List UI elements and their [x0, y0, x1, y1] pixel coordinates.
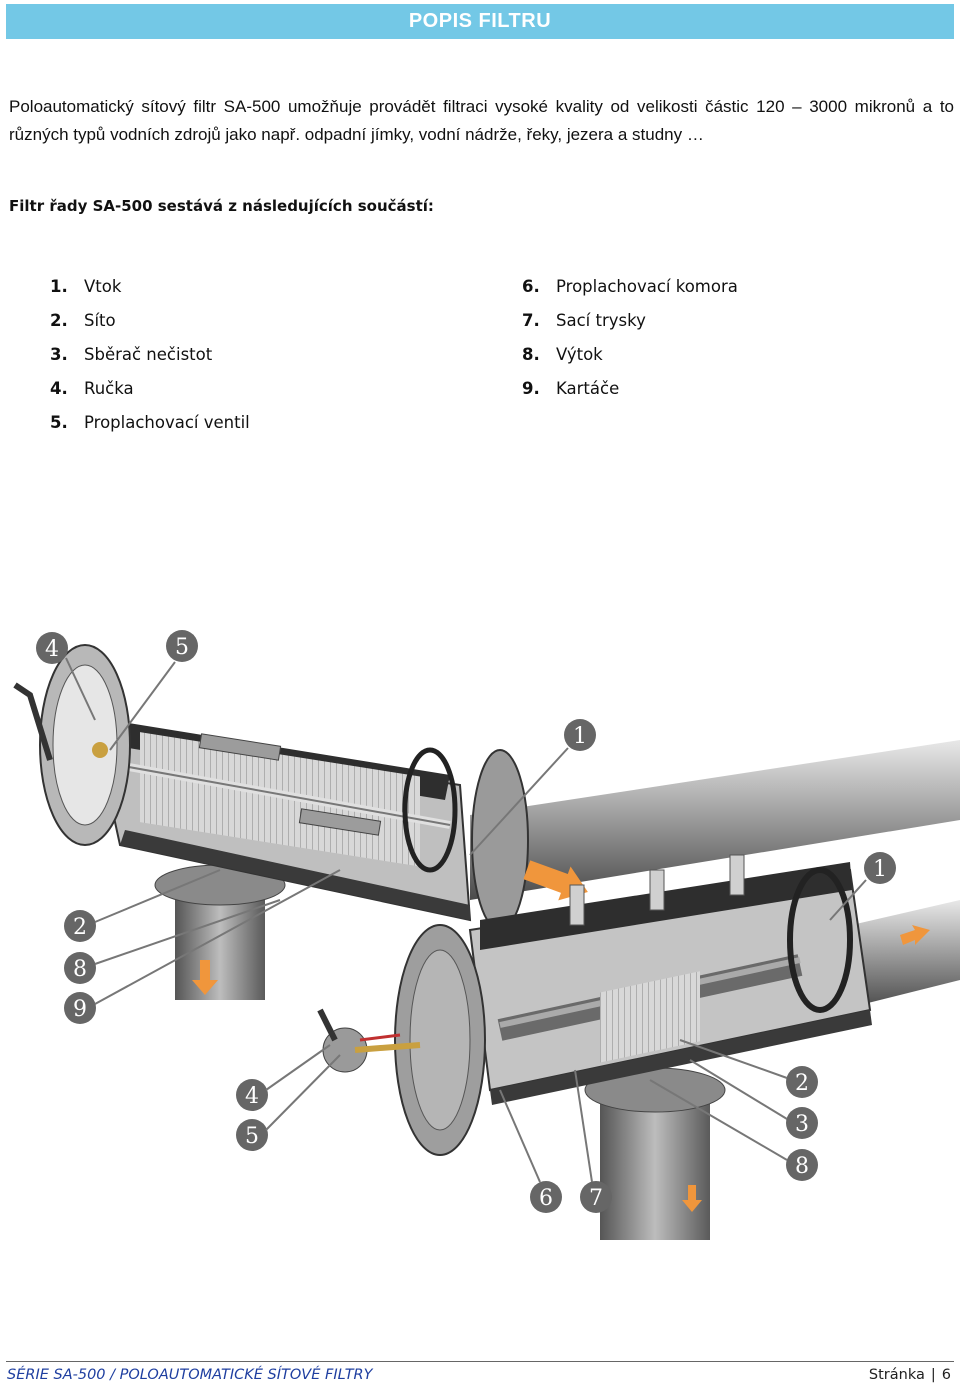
page-header: POPIS FILTRU	[6, 4, 954, 39]
svg-text:3: 3	[795, 1112, 809, 1137]
svg-text:6: 6	[539, 1186, 553, 1211]
callouts-bottom: 1 4 5 6 7 2 3 8	[236, 852, 896, 1213]
callouts-top: 4 5 1 2 8 9	[36, 630, 596, 1024]
svg-text:1: 1	[873, 857, 887, 882]
svg-text:5: 5	[245, 1124, 259, 1149]
intro-paragraph: Poloautomatický sítový filtr SA-500 umož…	[9, 97, 954, 144]
footer-divider	[6, 1361, 954, 1362]
list-item: 7.Sací trysky	[522, 311, 646, 330]
svg-text:1: 1	[573, 724, 587, 749]
list-item: 9.Kartáče	[522, 379, 620, 398]
list-item: 8.Výtok	[522, 345, 603, 364]
svg-text:8: 8	[795, 1154, 809, 1179]
components-list-left: 1.Vtok 2.Síto 3.Sběrač nečistot 4.Ručka …	[50, 277, 250, 447]
list-item: 2.Síto	[50, 311, 116, 330]
callout-lines-top	[65, 657, 569, 1005]
list-item: 4.Ručka	[50, 379, 134, 398]
svg-text:4: 4	[45, 637, 59, 662]
callout-lines-bottom	[265, 879, 867, 1183]
svg-text:9: 9	[73, 997, 87, 1022]
svg-text:4: 4	[245, 1084, 259, 1109]
footer-series-title: SÉRIE SA-500 / POLOAUTOMATICKÉ SÍTOVÉ FI…	[7, 1367, 373, 1383]
svg-text:2: 2	[795, 1071, 809, 1096]
components-heading: Filtr řady SA-500 sestává z následujícíc…	[9, 197, 434, 215]
svg-text:5: 5	[175, 635, 189, 660]
page-number: Stránka|6	[868, 1367, 951, 1383]
list-item: 3.Sběrač nečistot	[50, 345, 213, 364]
top-filter-unit	[13, 644, 960, 1000]
svg-text:7: 7	[589, 1186, 603, 1211]
svg-text:8: 8	[73, 957, 87, 982]
components-list-right: 6.Proplachovací komora 7.Sací trysky 8.V…	[522, 277, 738, 413]
page-title: POPIS FILTRU	[408, 10, 552, 32]
bottom-filter-unit	[317, 854, 960, 1240]
list-item: 5.Proplachovací ventil	[50, 413, 250, 432]
list-item: 1.Vtok	[50, 277, 122, 296]
svg-text:2: 2	[73, 915, 87, 940]
filter-cutaway-illustration: 4 5 1 2 8 9 1 4 5 6 7 2 3 8	[13, 630, 960, 1240]
list-item: 6.Proplachovací komora	[522, 277, 738, 296]
